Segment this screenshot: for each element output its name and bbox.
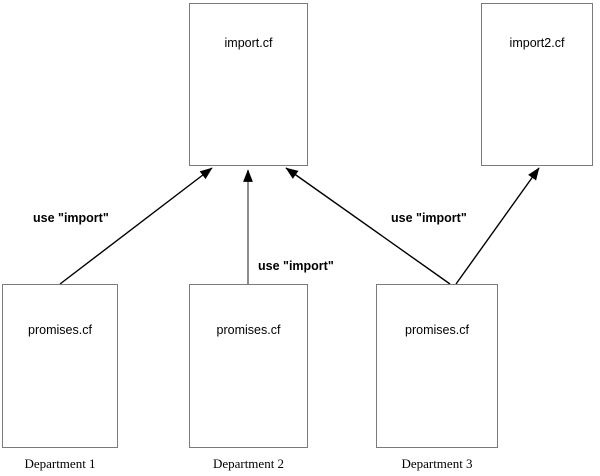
node-promises-dept3[interactable]: promises.cf [376,284,498,448]
node-promises-dept2[interactable]: promises.cf [189,284,308,448]
node-import[interactable]: import.cf [189,3,308,166]
node-import2-label: import2.cf [509,36,565,50]
edge-label-dept3-import2: use "import" [391,211,467,225]
node-import-label: import.cf [224,36,273,50]
caption-department-1: Department 1 [24,456,96,471]
edge-dept3-import2 [455,167,540,285]
edge-label-dept2-import: use "import" [258,259,334,273]
caption-department-3: Department 3 [401,456,473,471]
edge-dept1-import [59,167,213,285]
node-import2[interactable]: import2.cf [481,3,593,166]
node-promises-dept1-label: promises.cf [28,323,92,337]
node-promises-dept2-label: promises.cf [216,323,281,337]
node-promises-dept3-label: promises.cf [405,323,469,337]
edge-label-dept1-import: use "import" [33,211,109,225]
caption-department-2: Department 2 [212,456,285,471]
node-promises-dept1[interactable]: promises.cf [2,284,118,448]
